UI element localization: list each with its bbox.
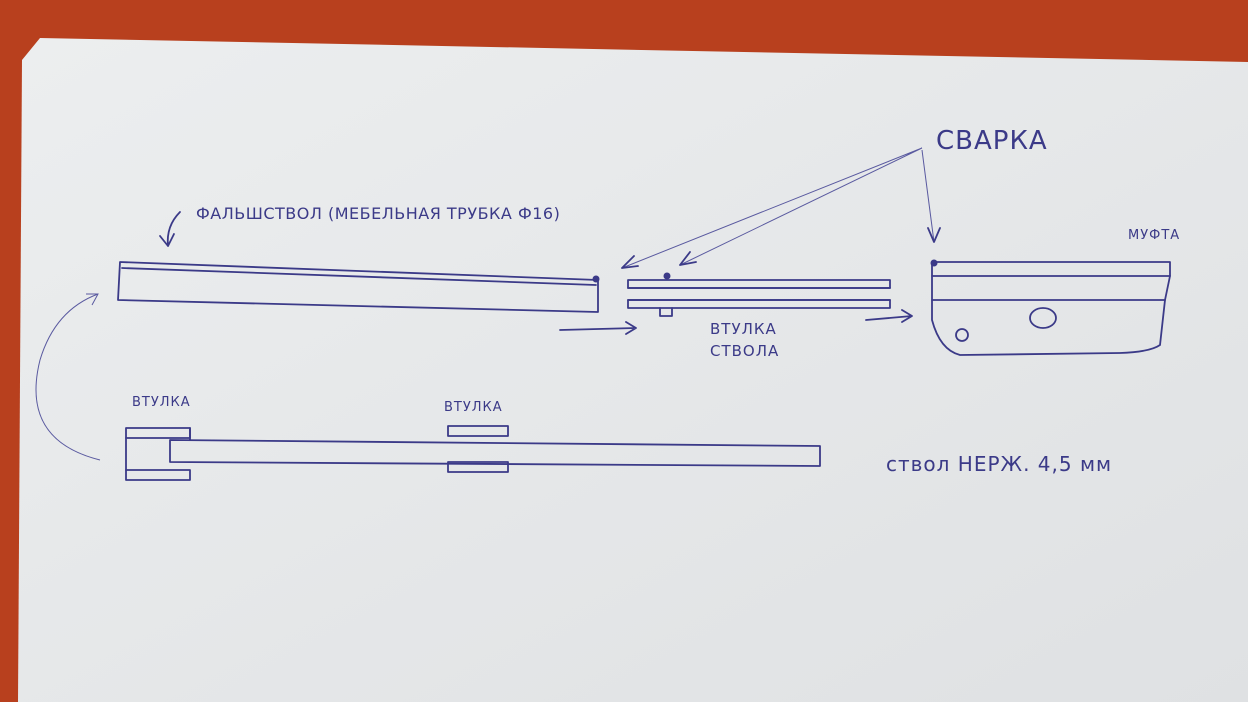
bushing-mid-label: ВТУЛКА (444, 400, 503, 415)
barrel-bushing-drawing (627, 272, 891, 317)
coupling-label: МУФТА (1128, 228, 1181, 243)
bushing-left-label: ВТУЛКА (132, 395, 191, 410)
coupling-drawing (930, 259, 1171, 356)
welding-label: СВАРКА (936, 126, 1048, 156)
arrowheads (621, 227, 941, 269)
paper-sheet (18, 38, 1248, 702)
assembly-arrow-1 (559, 321, 637, 335)
arrow-down-icon (159, 211, 181, 247)
barrel-spec-label: ствол НЕРЖ. 4,5 мм (886, 452, 1113, 476)
curved-arrow (35, 293, 101, 461)
assembly-arrow-2 (865, 309, 913, 323)
weld-point (592, 275, 600, 283)
barrel-assembly-drawing (125, 425, 821, 481)
false-barrel-label: ФАЛЬШСТВОЛ (МЕБЕЛЬНАЯ ТРУБКА Ф16) (196, 204, 561, 223)
welding-arrows (621, 147, 935, 269)
false-barrel-tube (117, 261, 599, 313)
barrel-bushing-label: ВТУЛКА СТВОЛА (710, 320, 780, 360)
